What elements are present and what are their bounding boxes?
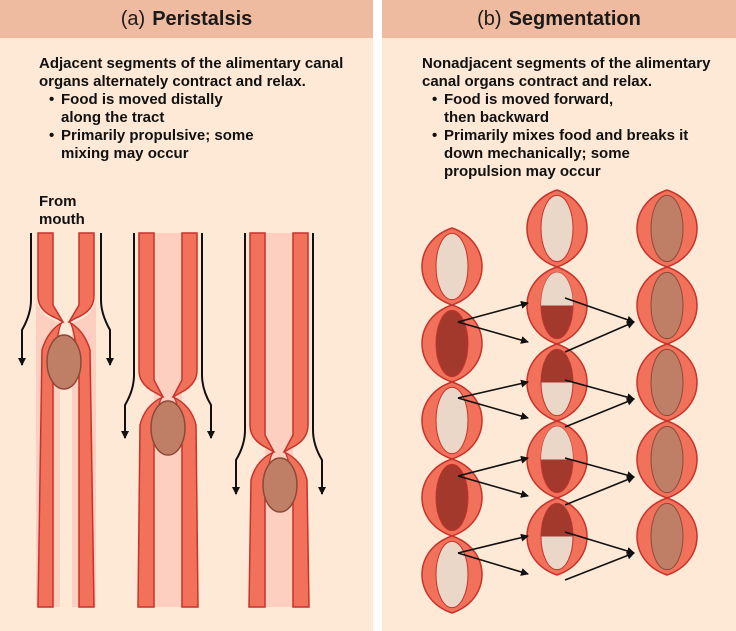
movement-arrow [564, 531, 635, 555]
chyme-mixed-bolus [650, 425, 684, 494]
movement-arrow [457, 455, 529, 477]
peristalsis-bullets: Food is moved distally along the tract P… [39, 91, 364, 163]
chyme-light [540, 194, 574, 263]
movement-arrow [564, 321, 635, 353]
segmentation-intro: Nonadjacent segments of the alimentary c… [422, 55, 711, 90]
chyme-light-half [541, 272, 573, 306]
chyme-mixed-bolus [650, 348, 684, 417]
contraction-arrow-right [312, 233, 326, 495]
chyme-dark [435, 309, 469, 378]
segmentation-description: Nonadjacent segments of the alimentary c… [422, 55, 732, 181]
movement-arrow [564, 397, 635, 428]
chyme-light [435, 540, 469, 609]
peristalsis-tube-3 [232, 232, 326, 608]
chyme-mixed-bolus [650, 194, 684, 263]
contraction-arrow-right [100, 233, 114, 366]
segmentation-arrows [457, 297, 635, 581]
peristalsis-description: Adjacent segments of the alimentary cana… [39, 55, 364, 163]
chyme-mixed-bolus [650, 271, 684, 340]
segmentation-letter: (b) [477, 7, 502, 30]
movement-arrow [457, 475, 529, 498]
movement-arrow [564, 457, 635, 479]
chyme-light [435, 386, 469, 455]
movement-arrow [457, 300, 529, 323]
chyme-dark [435, 463, 469, 532]
segmentation-bullet-2: Primarily mixes food and breaks it down … [422, 127, 709, 181]
segmentation-tube-1 [421, 227, 483, 614]
from-mouth-label: From mouth [39, 193, 85, 228]
movement-arrow [457, 397, 529, 420]
contraction-arrow-left [18, 233, 32, 366]
peristalsis-tube-2 [121, 232, 215, 608]
segmentation-header: (b) Segmentation [382, 0, 736, 38]
peristalsis-intro: Adjacent segments of the alimentary cana… [39, 55, 344, 90]
movement-arrow [564, 379, 635, 401]
segmentation-bullet-1: Food is moved forward, then backward [422, 91, 634, 127]
segmentation-tube-3 [636, 189, 698, 576]
movement-arrow [564, 551, 635, 581]
segmentation-bullets: Food is moved forward, then backward Pri… [422, 91, 732, 181]
chyme-light [435, 232, 469, 301]
peristalsis-tube-1 [18, 232, 114, 608]
peristalsis-title: Peristalsis [152, 7, 253, 30]
contraction-arrow-right [201, 233, 215, 439]
contraction-arrow-left [121, 233, 135, 439]
food-bolus [262, 457, 298, 513]
movement-arrow [457, 379, 529, 399]
chyme-dark-half [541, 349, 573, 383]
food-bolus [150, 400, 186, 456]
contraction-arrow-left [232, 233, 246, 495]
food-bolus [46, 334, 82, 390]
chyme-dark-half [541, 503, 573, 537]
chyme-light-half [541, 426, 573, 460]
movement-arrow [457, 321, 529, 344]
movement-arrow [564, 297, 635, 324]
movement-arrow [457, 533, 529, 554]
peristalsis-bullet-1: Food is moved distally along the tract [39, 91, 251, 127]
movement-arrow [564, 475, 635, 506]
chyme-mixed-bolus [650, 502, 684, 571]
peristalsis-letter: (a) [120, 7, 146, 30]
peristalsis-bullet-2: Primarily propulsive; some mixing may oc… [39, 127, 281, 163]
movement-arrow [457, 552, 529, 576]
peristalsis-header: (a) Peristalsis [0, 0, 373, 38]
segmentation-title: Segmentation [508, 7, 641, 30]
segmentation-tube-2 [526, 189, 588, 576]
segmentation-tubes [421, 189, 698, 614]
